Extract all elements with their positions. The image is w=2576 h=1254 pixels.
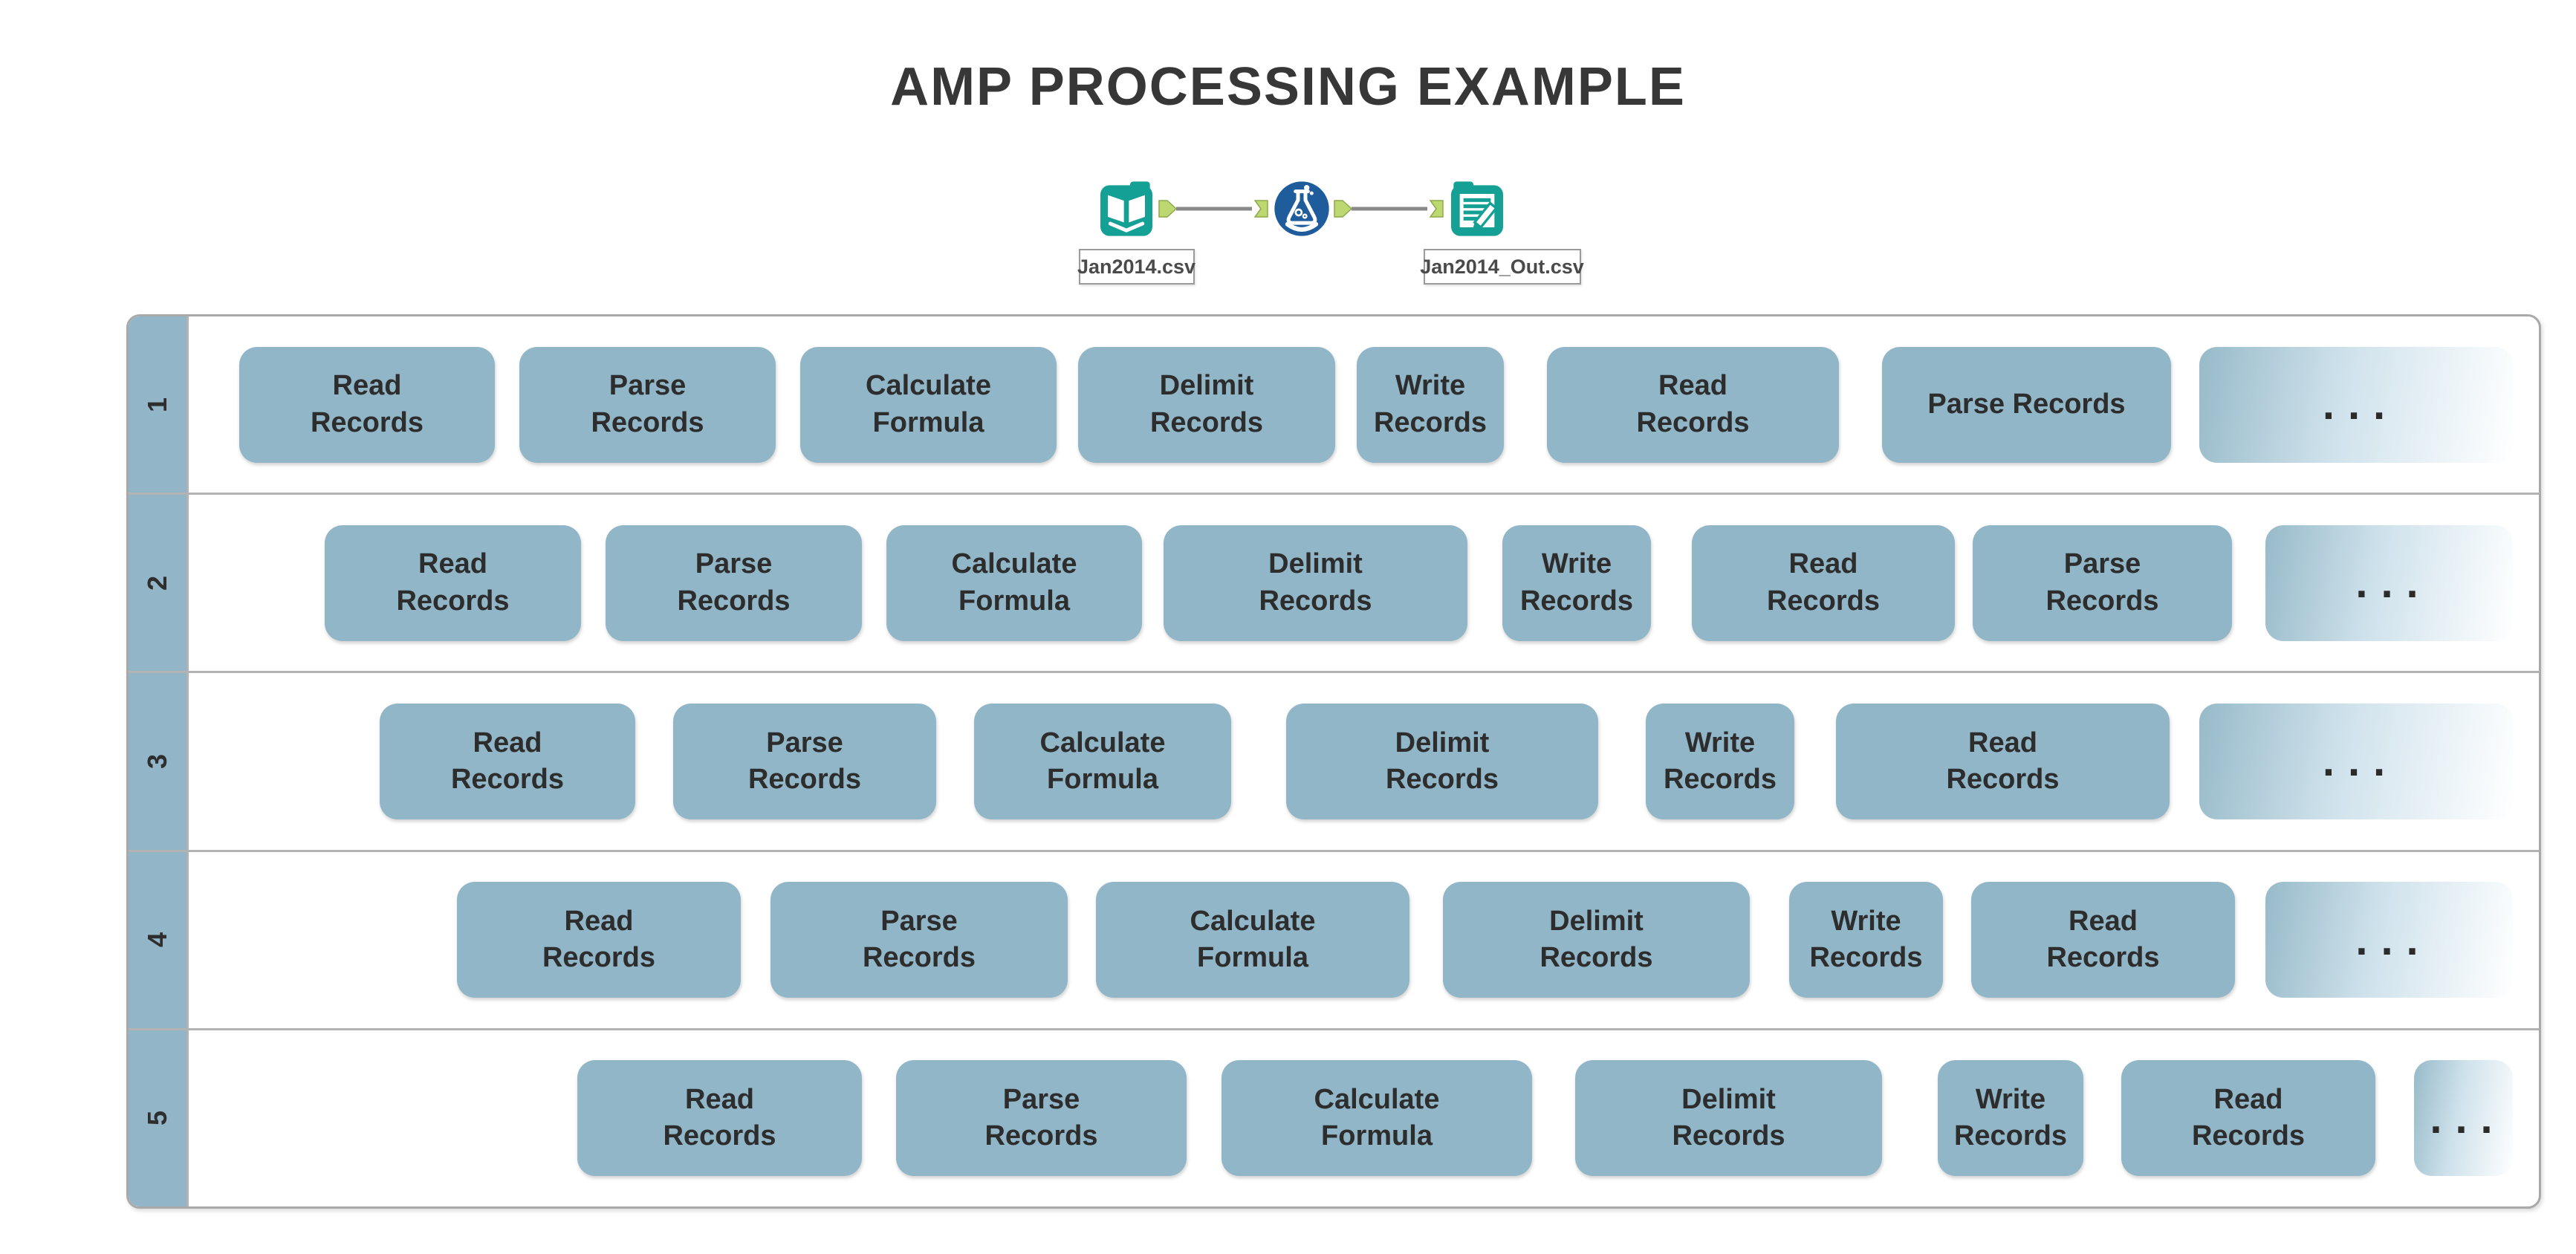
- output-data-tool: Jan2014_Out.csv: [1420, 179, 1584, 285]
- process-step: Delimit Records: [1575, 1060, 1882, 1177]
- connector-line: [1158, 200, 1268, 218]
- process-step: Calculate Formula: [974, 704, 1231, 819]
- process-step: Delimit Records: [1164, 524, 1467, 641]
- process-step: Parse Records: [1973, 524, 2232, 641]
- process-step: Read Records: [1547, 346, 1839, 463]
- input-file-label: Jan2014.csv: [1077, 249, 1195, 285]
- swimlane-row: 3 Read Records Parse Records Calculate Form…: [129, 673, 2539, 852]
- process-step: Read Records: [577, 1060, 862, 1177]
- lane-content: Read Records Parse Records Calculate Formu…: [189, 1030, 2539, 1206]
- workflow-preview: Jan2014.csv: [1077, 178, 1584, 285]
- process-step: Read Records: [380, 704, 635, 819]
- process-step: Read Records: [1692, 524, 1955, 641]
- lane-number: 4: [142, 932, 172, 948]
- process-step: Delimit Records: [1286, 704, 1598, 819]
- lane-label: 5: [129, 1030, 189, 1206]
- formula-tool: [1272, 179, 1331, 238]
- page-title: AMP PROCESSING EXAMPLE: [890, 57, 1686, 117]
- lane-label: 4: [129, 851, 189, 1028]
- process-step: Parse Records: [606, 524, 862, 641]
- process-step: Delimit Records: [1078, 346, 1335, 463]
- process-step: Parse Records: [896, 1060, 1187, 1177]
- process-step: Calculate Formula: [1096, 882, 1409, 998]
- process-step: Write Records: [1938, 1060, 2083, 1177]
- process-step: Write Records: [1357, 346, 1504, 463]
- ellipsis-box: ...: [2414, 1060, 2513, 1177]
- process-step: Delimit Records: [1443, 882, 1750, 998]
- process-step: Read Records: [1971, 882, 2235, 998]
- lane-number: 2: [142, 575, 172, 591]
- process-step: Write Records: [1646, 704, 1794, 819]
- process-step: Calculate Formula: [886, 524, 1142, 641]
- process-step: Write Records: [1502, 524, 1651, 641]
- swimlane-row: 5 Read Records Parse Records Calculate Form…: [129, 1030, 2539, 1206]
- input-data-tool: Jan2014.csv: [1077, 179, 1195, 285]
- lane-number: 1: [142, 397, 172, 412]
- process-step: Read Records: [1836, 704, 2170, 819]
- input-data-icon: [1100, 181, 1152, 236]
- ellipsis-box: ...: [2265, 524, 2513, 641]
- process-step: Write Records: [1789, 882, 1943, 998]
- lane-label: 3: [129, 673, 189, 850]
- output-file-label: Jan2014_Out.csv: [1420, 249, 1584, 285]
- formula-icon: [1274, 181, 1329, 236]
- connector-line: [1333, 200, 1444, 218]
- process-step: Read Records: [325, 524, 581, 641]
- output-data-icon: [1450, 181, 1503, 236]
- process-step: Read Records: [2121, 1060, 2375, 1177]
- process-step: Read Records: [239, 346, 495, 463]
- process-step: Parse Records: [673, 704, 936, 819]
- ellipsis-box: ...: [2199, 346, 2513, 463]
- lane-content: Read Records Parse Records Calculate Formu…: [189, 673, 2539, 849]
- lane-number: 3: [142, 753, 172, 770]
- lane-label: 1: [129, 316, 189, 493]
- process-step: Read Records: [457, 882, 741, 998]
- ellipsis-box: ...: [2199, 704, 2513, 819]
- lane-number: 5: [142, 1111, 172, 1126]
- process-step: Calculate Formula: [800, 346, 1057, 463]
- process-step: Parse Records: [770, 882, 1068, 998]
- lane-label: 2: [129, 495, 189, 672]
- process-step: Calculate Formula: [1222, 1060, 1532, 1177]
- process-step: Parse Records: [519, 346, 776, 463]
- process-step: Parse Records: [1882, 346, 2171, 463]
- ellipsis-box: ...: [2265, 882, 2513, 998]
